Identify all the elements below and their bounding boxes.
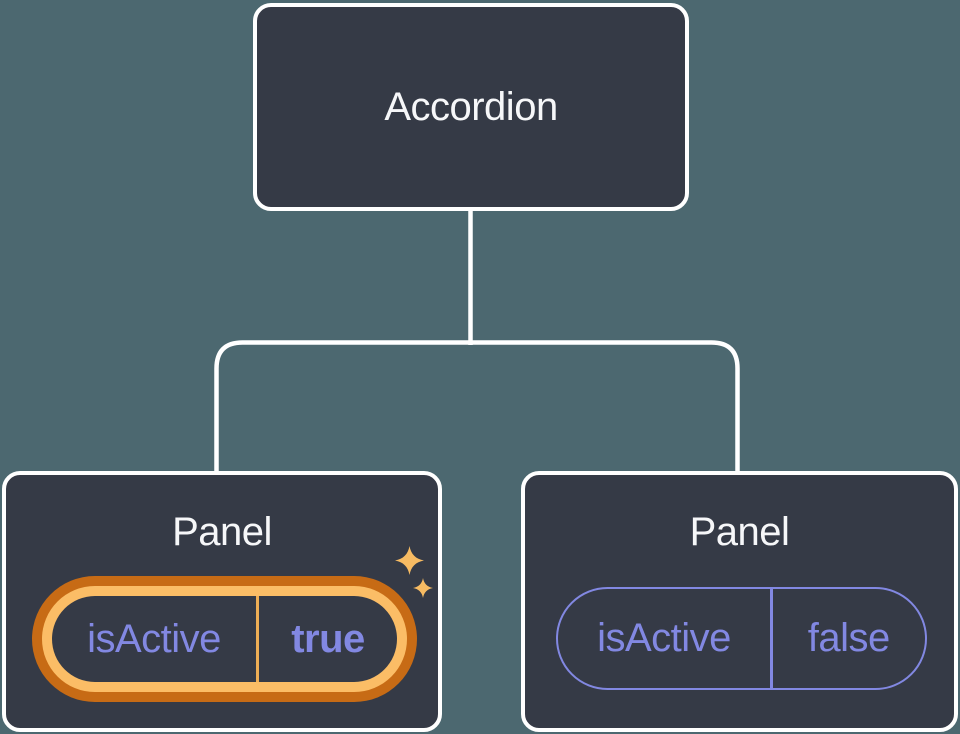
connector-branch — [214, 340, 740, 473]
state-pill-inactive: isActive false — [556, 587, 927, 690]
node-panel-active: Panel isActive true — [2, 471, 442, 732]
state-value-label: true — [291, 616, 365, 661]
state-pill-active: isActive true — [52, 596, 397, 682]
node-accordion-label: Accordion — [384, 84, 558, 129]
sparkle-icon-large — [395, 546, 424, 575]
node-panel-inactive-label: Panel — [689, 510, 790, 554]
pill-divider — [256, 596, 259, 682]
state-value-label: false — [807, 616, 890, 660]
pill-divider — [770, 589, 773, 688]
state-name-label: isActive — [87, 616, 221, 661]
node-panel-inactive: Panel isActive false — [521, 471, 958, 732]
node-panel-active-label: Panel — [172, 510, 272, 554]
node-accordion: Accordion — [253, 3, 689, 211]
state-name-label: isActive — [597, 616, 731, 660]
sparkle-icon-small — [413, 578, 433, 598]
